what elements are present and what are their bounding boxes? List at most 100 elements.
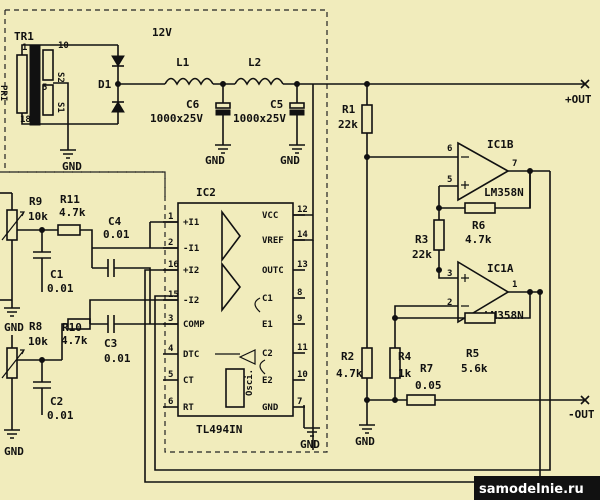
opamp-ic1b-part: LM358N — [484, 186, 524, 199]
ic2-error-amp-2 — [221, 261, 242, 313]
ic2-pin-name: DTC — [183, 350, 199, 360]
resistor-r1-value: 22k — [338, 118, 358, 131]
ic2-pin-name: RT — [183, 403, 194, 413]
transformer-ref: TR1 — [14, 30, 34, 43]
ground-label: GND — [355, 435, 375, 448]
ic2-pin-number: 11 — [297, 343, 308, 353]
resistor-r7 — [406, 394, 436, 406]
plus-out-label: +OUT — [565, 93, 592, 106]
resistor-r3-ref: R3 — [415, 233, 428, 246]
transformer-core — [29, 44, 41, 126]
transformer-pin-label: 10 — [58, 41, 69, 51]
ic2-pin-number: 4 — [168, 344, 174, 354]
resistor-r8-ref: R8 — [29, 320, 42, 333]
resistor-r11-ref: R11 — [60, 193, 80, 206]
opamp-ic1b-ref: IC1B — [487, 138, 514, 151]
resistor-r6 — [464, 202, 496, 214]
transformer-secondary-label-1: S2 — [55, 72, 65, 83]
transformer-primary-label: PRI — [0, 85, 8, 101]
ic2-pin-name: OUTC — [262, 266, 284, 276]
ic2-pin-name: C2 — [262, 349, 273, 359]
resistor-r4-value: 1k — [398, 367, 412, 380]
control-module-boundary — [0, 171, 328, 453]
capacitor-c3-ref: C3 — [104, 337, 117, 350]
transformer-pin-label: 1 — [22, 43, 27, 53]
ic2-ref: IC2 — [196, 186, 216, 199]
ic2-pin-name: VREF — [262, 236, 284, 246]
resistor-r8-value: 10k — [28, 335, 48, 348]
ic2-pin-name: GND — [262, 403, 279, 413]
minus-out-label: -OUT — [568, 408, 595, 421]
opamp-pin-label: 2 — [447, 298, 452, 308]
transformer-secondary-coil-lower — [42, 84, 54, 116]
inductor-l2 — [234, 77, 284, 86]
resistor-r3 — [433, 219, 445, 251]
ic2-pin-name: E2 — [262, 376, 273, 386]
rectifier-ref: D1 — [98, 78, 112, 91]
resistor-r6-ref: R6 — [472, 219, 486, 232]
ic2-pin-name: CT — [183, 376, 194, 386]
ground-label: GND — [62, 160, 82, 173]
capacitor-c6 — [215, 81, 231, 154]
resistor-r5-ref: R5 — [466, 347, 479, 360]
ground-symbol — [60, 149, 76, 159]
ic2-oscillator — [225, 368, 245, 408]
ic2-pin-number: 6 — [168, 397, 173, 407]
resistor-r7-ref: R7 — [420, 362, 433, 375]
ic2-pin-name: VCC — [262, 211, 278, 221]
resistor-r8 — [6, 347, 18, 379]
ic2-pin-number: 8 — [297, 288, 302, 298]
ic2-pin-number: 5 — [168, 370, 173, 380]
transformer-pin-label: 5 — [42, 83, 47, 93]
capacitor-c2-ref: C2 — [50, 395, 63, 408]
ic2-pin-number: 15 — [168, 290, 179, 300]
opamp-pin-label: 7 — [512, 159, 517, 169]
resistor-r9-ref: R9 — [29, 195, 42, 208]
ic2-oscillator-label: Osci. — [244, 369, 255, 396]
opamp-pin-label: 5 — [447, 175, 452, 185]
resistor-r4-ref: R4 — [398, 350, 412, 363]
ground-label: GND — [4, 445, 24, 458]
power-module-boundary — [4, 9, 328, 200]
watermark: samodelnie.ru — [479, 482, 584, 497]
resistor-r10-ref: R10 — [62, 321, 82, 334]
capacitor-c6-ref: C6 — [186, 98, 200, 111]
capacitor-c5-value: 1000x25V — [233, 112, 286, 125]
resistor-r9 — [6, 209, 18, 241]
resistor-r7-value: 0.05 — [415, 379, 442, 392]
resistor-r9-value: 10k — [28, 210, 48, 223]
ic2-pin-number: 13 — [297, 260, 308, 270]
opamp-pin-label: 3 — [447, 269, 452, 279]
ground-label: GND — [4, 321, 24, 334]
ic2-error-amp-1 — [221, 209, 241, 263]
ic2-pin-name: C1 — [262, 294, 273, 304]
rectifier-d1 — [111, 45, 140, 124]
ic2-pin-number: 7 — [297, 397, 302, 407]
ic2-pin-number: 16 — [168, 260, 179, 270]
ic2-pin-number: 10 — [297, 370, 308, 380]
transformer-pin-label: 18 — [20, 115, 31, 125]
capacitor-c4-value: 0.01 — [103, 228, 130, 241]
ground-label: GND — [300, 438, 320, 451]
ic2-pin-number: 3 — [168, 314, 173, 324]
transformer-tr1 — [16, 44, 118, 126]
resistor-r6-value: 4.7k — [465, 233, 492, 246]
ic2-pin-number: 12 — [297, 205, 308, 215]
capacitor-c2-value: 0.01 — [47, 409, 74, 422]
opamp-pin-label: 6 — [447, 144, 452, 154]
ground-label: GND — [205, 154, 225, 167]
resistor-r11-value: 4.7k — [59, 206, 86, 219]
opamp-ic1a — [457, 260, 510, 324]
capacitor-c5-ref: C5 — [270, 98, 283, 111]
watermark-box — [474, 476, 600, 500]
ic2-pin-number: 1 — [168, 212, 173, 222]
ic2-pin-name: -I1 — [183, 244, 199, 254]
ic2-pin-number: 2 — [168, 238, 173, 248]
capacitor-c5 — [289, 81, 305, 154]
ic2-pin-number: 9 — [297, 314, 302, 324]
resistor-r2 — [361, 347, 373, 379]
resistor-r2-ref: R2 — [341, 350, 354, 363]
capacitor-c4-ref: C4 — [108, 215, 122, 228]
ic2-pin-name: E1 — [262, 320, 273, 330]
